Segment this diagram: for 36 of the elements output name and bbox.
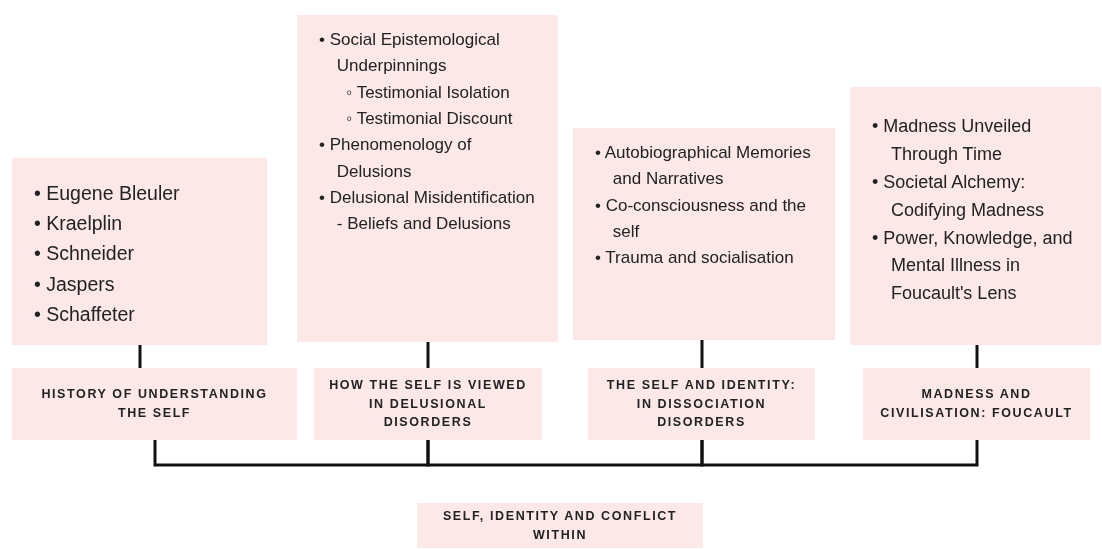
category-box xyxy=(314,368,542,440)
connector-line xyxy=(700,340,704,368)
category-title: MADNESS AND CIVILISATION: FOUCAULT xyxy=(879,386,1074,422)
bullet-item: • Schneider xyxy=(34,241,136,267)
connector-line xyxy=(138,345,142,368)
bullet-item: • Societal Alchemy: Codifying Madness xyxy=(872,170,1045,222)
bullet-item: • Delusional Misidentification - Beliefs and Delusions xyxy=(319,187,536,236)
category-box xyxy=(588,368,815,440)
bullet-item: ◦ Testimonial Discount xyxy=(346,108,514,131)
bullet-item: • Madness Unveiled Through Time xyxy=(872,115,1033,166)
bullet-item: • Kraelplin xyxy=(34,211,124,237)
category-box xyxy=(863,368,1090,440)
topic-card xyxy=(850,87,1101,345)
bullet-item: • Phenomenology of Delusions xyxy=(319,134,473,183)
topic-card xyxy=(573,128,835,340)
connector-line xyxy=(700,440,979,467)
connector-line xyxy=(426,440,704,467)
bullet-item: • Social Epistemological Underpinnings xyxy=(319,29,501,78)
topic-card xyxy=(297,15,558,342)
topic-card xyxy=(12,158,267,345)
connector-line xyxy=(426,342,430,368)
bullet-item: • Autobiographical Memories and Narratives xyxy=(595,142,812,191)
bullet-item: • Trauma and socialisation xyxy=(595,247,795,270)
connector-line xyxy=(975,345,979,368)
category-box xyxy=(12,368,297,440)
category-title: HOW THE SELF IS VIEWED IN DELUSIONAL DISORDERS xyxy=(328,376,528,432)
bullet-item: • Co-consciousness and the self xyxy=(595,194,807,244)
bullet-item: • Eugene Bleuler xyxy=(34,181,181,206)
bullet-item: • Power, Knowledge, and Mental Illness in Foucault's Lens xyxy=(872,226,1074,306)
connector-line xyxy=(153,440,430,467)
category-title: SELF, IDENTITY AND CONFLICT WITHIN xyxy=(441,507,679,544)
bullet-item: ◦ Testimonial Isolation xyxy=(346,81,511,104)
bullet-item: • Jaspers xyxy=(34,271,116,297)
category-title: HISTORY OF UNDERSTANDING THE SELF xyxy=(40,386,269,422)
category-title: THE SELF AND IDENTITY: IN DISSOCIATION DISORDERS xyxy=(605,376,798,432)
bullet-item: • Schaffeter xyxy=(34,301,136,327)
